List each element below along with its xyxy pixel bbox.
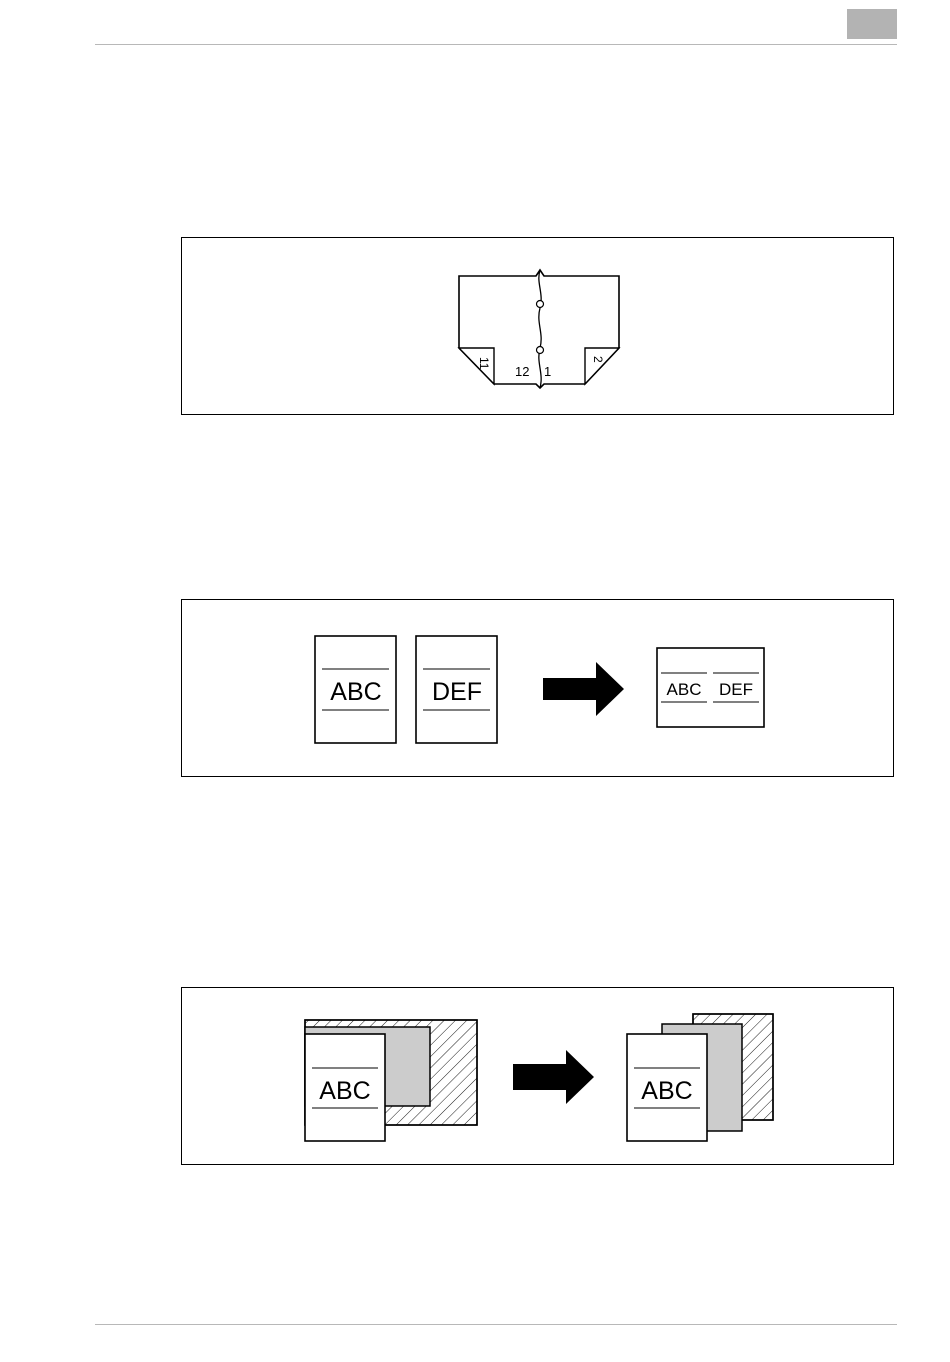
original-text: DEF — [432, 678, 482, 706]
result-text: ABC — [641, 1077, 692, 1105]
booklet-illustration: 11 12 1 2 — [182, 238, 895, 416]
staple-hole — [537, 301, 544, 308]
page-number: 1 — [544, 364, 551, 379]
section-tab — [847, 9, 897, 39]
page-number: 11 — [477, 357, 491, 370]
right-arrow-icon — [543, 662, 624, 716]
page-number: 12 — [515, 364, 529, 379]
folded-corner-right — [585, 348, 619, 384]
combine-figure: ABC DEF ABC DEF — [181, 599, 894, 777]
booklet-figure: 11 12 1 2 — [181, 237, 894, 415]
combine-illustration: ABC DEF ABC DEF — [182, 600, 895, 778]
header-rule — [95, 44, 897, 45]
original-text: ABC — [330, 678, 381, 706]
footer-rule — [95, 1324, 897, 1325]
insert-illustration: ABC ABC — [182, 988, 895, 1166]
staple-hole — [537, 347, 544, 354]
result-text: DEF — [719, 680, 753, 699]
right-arrow-icon — [513, 1050, 594, 1104]
page-number: 2 — [591, 356, 605, 363]
original-text: ABC — [319, 1077, 370, 1105]
result-text: ABC — [667, 680, 702, 699]
insert-figure: ABC ABC — [181, 987, 894, 1165]
